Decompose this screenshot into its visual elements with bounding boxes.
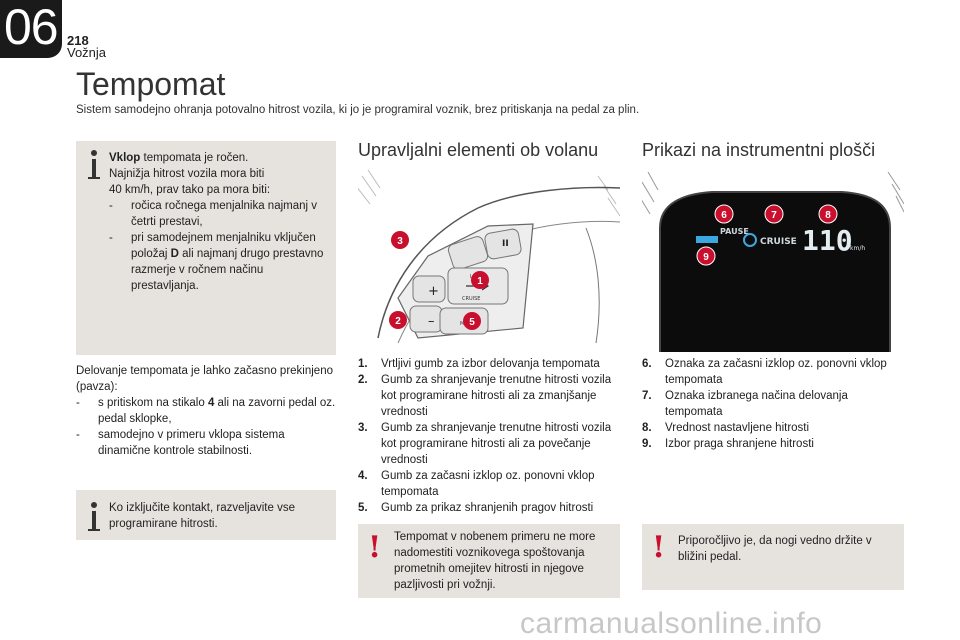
info-icon bbox=[88, 150, 100, 180]
min-speed-line: Najnižja hitrost vozila mora biti bbox=[109, 168, 265, 180]
info-ignition-text: Ko izključite kontakt, razveljavite vse … bbox=[109, 502, 295, 530]
list-item: 5. Gumb za prikaz shranjenih pragov hitro… bbox=[358, 500, 620, 516]
instrument-panel-figure: PAUSE CRUISE 110 km/h 6 7 8 9 bbox=[642, 168, 904, 352]
list-item: 3. Gumb za shranjevanje trenutne hitrosti… bbox=[358, 420, 620, 468]
pause-section: Delovanje tempomata je lahko začasno pre… bbox=[76, 363, 338, 459]
item-number: 2. bbox=[358, 374, 368, 386]
item-text: Gumb za shranjevanje trenutne hitrosti v… bbox=[381, 422, 612, 466]
warning-icon: ! bbox=[652, 530, 666, 565]
controls-list: 1. Vrtljivi gumb za izbor delovanja tempo… bbox=[358, 356, 620, 516]
vklop-rest: tempomata je ročen. bbox=[140, 152, 249, 164]
steering-wheel-controls-figure: + – II LIMIT CRUISE MEM 3 1 2 5 bbox=[358, 168, 620, 346]
pause-intro: Delovanje tempomata je lahko začasno pre… bbox=[76, 365, 333, 393]
item-text: Gumb za shranjevanje trenutne hitrosti v… bbox=[381, 374, 612, 418]
warning-pedals-text: Priporočljivo je, da nogi vedno držite v… bbox=[678, 535, 872, 563]
warning-box-pedals bbox=[642, 524, 904, 590]
instrument-indicators-list: 6. Oznaka za začasni izklop oz. ponovni v… bbox=[642, 356, 904, 452]
item-number: 4. bbox=[358, 470, 368, 482]
callout-6: 6 bbox=[721, 210, 727, 221]
pause-button-label: II bbox=[502, 239, 509, 249]
speed-unit: km/h bbox=[850, 245, 865, 252]
item-number: 3. bbox=[358, 422, 368, 434]
activation-condition-2a: pri samodejnem menjalniku vključen polož… bbox=[131, 232, 316, 260]
page-title: Tempomat bbox=[76, 66, 226, 102]
speed-value: 110 bbox=[802, 224, 853, 257]
pause-item-2: samodejno v primeru vklopa sistema dinam… bbox=[98, 429, 285, 457]
list-item: 6. Oznaka za začasni izklop oz. ponovni v… bbox=[642, 356, 904, 388]
pause-item-1b: 4 bbox=[207, 397, 215, 409]
section-name: Vožnja bbox=[67, 45, 107, 60]
warning-icon: ! bbox=[368, 530, 382, 565]
list-item: -pri samodejnem menjalniku vključen polo… bbox=[109, 232, 324, 292]
list-item: 7. Oznaka izbranega načina delovanja temp… bbox=[642, 388, 904, 420]
callout-2: 2 bbox=[395, 316, 401, 327]
item-text: Vrednost nastavljene hitrosti bbox=[665, 422, 810, 434]
chapter-number: 06 bbox=[4, 0, 59, 55]
callout-8: 8 bbox=[825, 210, 831, 221]
callout-5: 5 bbox=[469, 317, 475, 328]
vklop-label: Vklop bbox=[109, 152, 141, 164]
item-text: Izbor praga shranjene hitrosti bbox=[665, 438, 814, 450]
section-title-instruments: Prikazi na instrumentni plošči bbox=[642, 140, 876, 160]
info-box-ignition bbox=[76, 490, 336, 540]
chapter-tab: 06 bbox=[0, 0, 62, 58]
pause-item-1a: s pritiskom na stikalo bbox=[98, 397, 208, 409]
list-item: 8. Vrednost nastavljene hitrosti bbox=[642, 420, 904, 436]
pause-item-1c: ali na zavorni pedal oz. pedal sklopke, bbox=[98, 397, 336, 425]
item-number: 5. bbox=[358, 502, 368, 514]
minus-label: – bbox=[428, 314, 435, 329]
callout-9: 9 bbox=[703, 252, 709, 263]
item-text: Oznaka izbranega načina delovanja tempom… bbox=[665, 390, 848, 418]
section-title-controls: Upravljalni elementi ob volanu bbox=[358, 140, 599, 160]
page-number: 218 bbox=[67, 33, 89, 48]
list-item: 1. Vrtljivi gumb za izbor delovanja tempo… bbox=[358, 356, 620, 372]
info-activation-text: Vklop tempomata je ročen. Najnižja hitro… bbox=[109, 150, 331, 294]
callout-7: 7 bbox=[771, 210, 777, 221]
item-number: 7. bbox=[642, 390, 652, 402]
plus-label: + bbox=[428, 284, 439, 299]
list-item: -ročica ročnega menjalnika najmanj v čet… bbox=[109, 198, 331, 230]
item-text: Vrtljivi gumb za izbor delovanja tempoma… bbox=[381, 358, 600, 370]
list-item: -s pritiskom na stikalo 4 ali na zavorni… bbox=[76, 397, 336, 425]
warning-controls-text: Tempomat v nobenem primeru ne more nadom… bbox=[394, 531, 596, 591]
info-box-activation bbox=[76, 141, 336, 355]
list-item: 9. Izbor praga shranjene hitrosti bbox=[642, 436, 904, 452]
list-item: -samodejno v primeru vklopa sistema dina… bbox=[76, 427, 338, 459]
cruise-indicator: CRUISE bbox=[760, 237, 797, 247]
item-number: 1. bbox=[358, 358, 368, 370]
activation-condition-2c: ali najmanj drugo prestavno razmerje v r… bbox=[131, 248, 324, 292]
callout-3: 3 bbox=[397, 236, 403, 247]
list-item: 4. Gumb za začasni izklop oz. ponovni vkl… bbox=[358, 468, 620, 500]
item-text: Gumb za začasni izklop oz. ponovni vklop… bbox=[381, 470, 595, 498]
min-speed-line-2: 40 km/h, prav tako pa mora biti: bbox=[109, 184, 271, 196]
activation-condition-1: ročica ročnega menjalnika najmanj v četr… bbox=[131, 200, 318, 228]
watermark: carmanualsonline.info bbox=[520, 607, 823, 640]
list-item: 2. Gumb za shranjevanje trenutne hitrosti… bbox=[358, 372, 620, 420]
item-number: 9. bbox=[642, 438, 652, 450]
item-number: 6. bbox=[642, 358, 652, 370]
activation-condition-2b: D bbox=[170, 248, 179, 260]
cruise-label: CRUISE bbox=[462, 296, 480, 302]
item-number: 8. bbox=[642, 422, 652, 434]
item-text: Gumb za prikaz shranjenih pragov hitrost… bbox=[381, 502, 594, 514]
warning-box-controls bbox=[358, 524, 620, 598]
callout-1: 1 bbox=[477, 276, 483, 287]
pause-indicator: PAUSE bbox=[720, 227, 749, 236]
page-subtitle: Sistem samodejno ohranja potovalno hitro… bbox=[76, 104, 640, 116]
info-icon bbox=[88, 502, 100, 532]
item-text: Oznaka za začasni izklop oz. ponovni vkl… bbox=[665, 358, 887, 386]
